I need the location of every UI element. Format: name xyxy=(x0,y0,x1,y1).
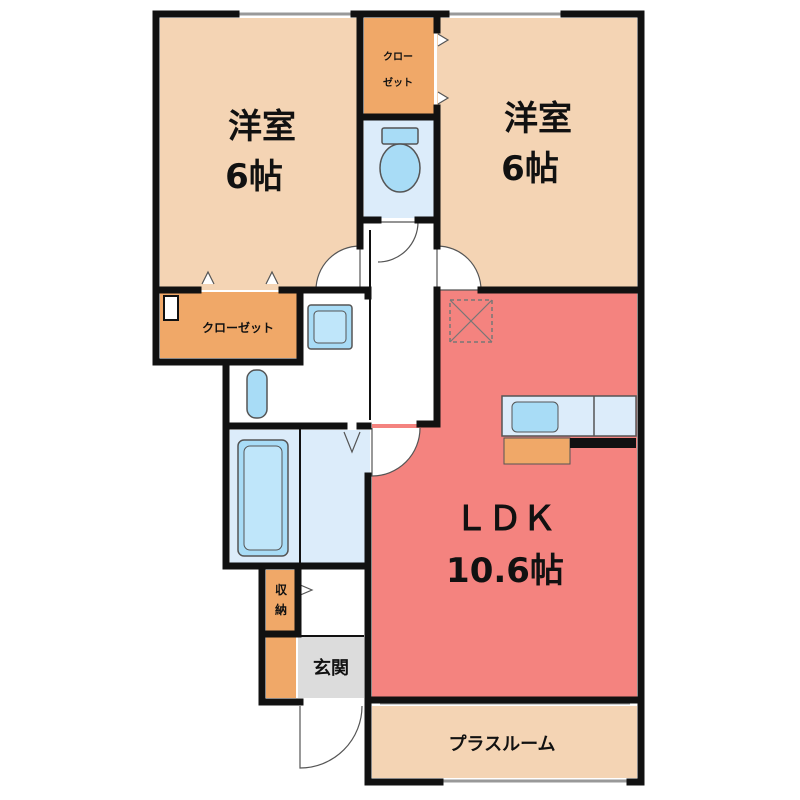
ventilation-box xyxy=(449,299,493,343)
western-room-left-name: 洋室 xyxy=(228,107,296,147)
entrance-shoe-box xyxy=(266,636,296,698)
door-swing-entrance xyxy=(299,705,363,769)
washing-machine xyxy=(246,369,268,419)
wash-basin-inner xyxy=(313,310,347,344)
door-swing-toilet xyxy=(377,221,419,263)
closet-top-line2: ゼット xyxy=(383,76,413,89)
thin-walls xyxy=(298,230,371,637)
western-room-right-name: 洋室 xyxy=(504,99,572,139)
kitchen-wall xyxy=(570,438,636,448)
closet-top-line1: クロー xyxy=(383,51,413,63)
plus-room xyxy=(372,706,637,778)
storage xyxy=(266,570,296,632)
ldk-name: ＬＤＫ xyxy=(454,499,556,539)
closet-door-marks-left xyxy=(201,270,279,285)
door-swing-bath xyxy=(343,431,361,454)
closet-left-label: クローゼット xyxy=(202,320,274,335)
door-swing-storage xyxy=(297,583,314,597)
walls xyxy=(152,10,645,786)
western-room-right-size: 6帖 xyxy=(501,149,559,189)
ldk-size: 10.6帖 xyxy=(446,551,564,591)
storage-line2: 納 xyxy=(275,602,287,617)
toilet-tank xyxy=(381,127,419,145)
entrance-label: 玄関 xyxy=(313,657,349,679)
western-room-left xyxy=(160,18,360,290)
closet-door-marks-top xyxy=(437,33,450,105)
bathtub-inner xyxy=(243,445,283,551)
door-swing-ldk xyxy=(371,427,421,477)
closet-top xyxy=(364,18,434,115)
western-room-right xyxy=(437,18,637,290)
ventilation-cross-2 xyxy=(449,299,493,343)
closet-left xyxy=(160,292,298,358)
western-room-left-size: 6帖 xyxy=(225,157,283,197)
toilet-bowl xyxy=(379,143,421,193)
kitchen-cabinet xyxy=(503,437,571,465)
storage-line1: 収 xyxy=(275,583,288,597)
entrance xyxy=(298,636,364,698)
closet-left-nook xyxy=(163,295,179,321)
hallway xyxy=(364,220,434,420)
plus-room-label: プラスルーム xyxy=(448,733,555,755)
kitchen-sink xyxy=(511,401,559,433)
ldk-room xyxy=(437,290,637,700)
